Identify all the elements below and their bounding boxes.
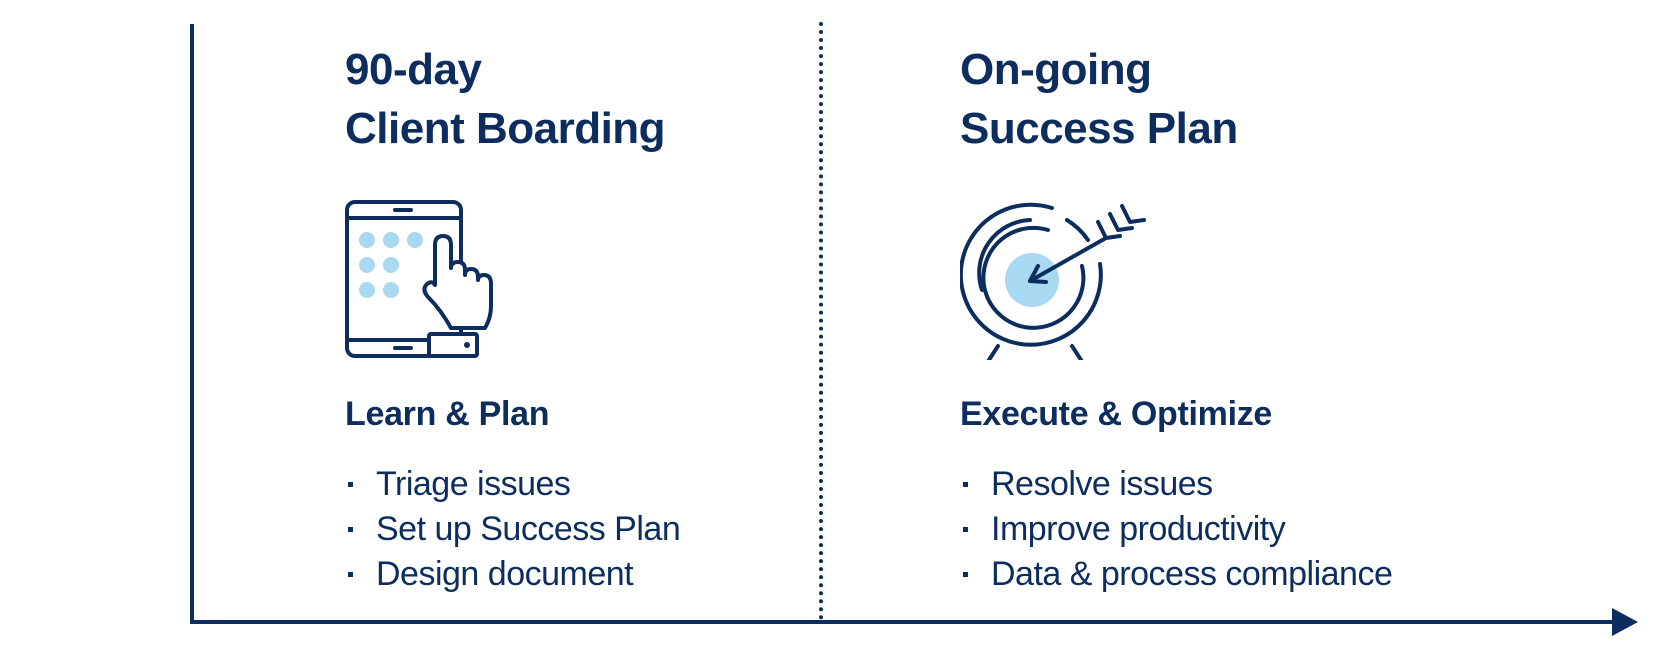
timeline-horizontal-axis bbox=[190, 620, 1612, 624]
list-item-text: Improve productivity bbox=[991, 510, 1286, 548]
phase-title: On-going Success Plan bbox=[960, 40, 1520, 158]
phase-title-line1: On-going bbox=[960, 45, 1152, 94]
bullet-icon bbox=[963, 527, 968, 532]
list-item: Design document bbox=[345, 552, 905, 597]
bullet-icon bbox=[963, 482, 968, 487]
bullet-icon bbox=[348, 482, 353, 487]
bullet-icon bbox=[348, 572, 353, 577]
bullet-icon bbox=[963, 572, 968, 577]
phase-title-line1: 90-day bbox=[345, 45, 482, 94]
phase-subtitle: Learn & Plan bbox=[345, 395, 550, 433]
list-item-text: Triage issues bbox=[376, 465, 571, 503]
phase-subtitle: Execute & Optimize bbox=[960, 395, 1273, 433]
phase-bullet-list: Triage issues Set up Success Plan Design… bbox=[345, 462, 905, 597]
bullet-icon bbox=[348, 527, 353, 532]
phase-title-line2: Client Boarding bbox=[345, 104, 666, 153]
list-item-text: Set up Success Plan bbox=[376, 510, 681, 548]
target-arrow-icon bbox=[960, 202, 1146, 360]
phase-client-boarding: 90-day Client Boarding Learn & Plan Tria… bbox=[345, 40, 905, 597]
list-item-text: Resolve issues bbox=[991, 465, 1213, 503]
list-item: Triage issues bbox=[345, 462, 905, 507]
list-item-text: Data & process compliance bbox=[991, 555, 1393, 593]
list-item-text: Design document bbox=[376, 555, 634, 593]
tablet-touch-icon bbox=[345, 200, 493, 358]
list-item: Resolve issues bbox=[960, 462, 1520, 507]
list-item: Set up Success Plan bbox=[345, 507, 905, 552]
timeline-vertical-axis bbox=[190, 24, 194, 624]
phase-success-plan: On-going Success Plan Execute & Optimize… bbox=[960, 40, 1520, 597]
phase-bullet-list: Resolve issues Improve productivity Data… bbox=[960, 462, 1520, 597]
phase-title: 90-day Client Boarding bbox=[345, 40, 905, 158]
list-item: Data & process compliance bbox=[960, 552, 1520, 597]
timeline-arrow-head bbox=[1612, 608, 1638, 636]
phase-title-line2: Success Plan bbox=[960, 104, 1238, 153]
phase-divider bbox=[819, 22, 823, 620]
list-item: Improve productivity bbox=[960, 507, 1520, 552]
